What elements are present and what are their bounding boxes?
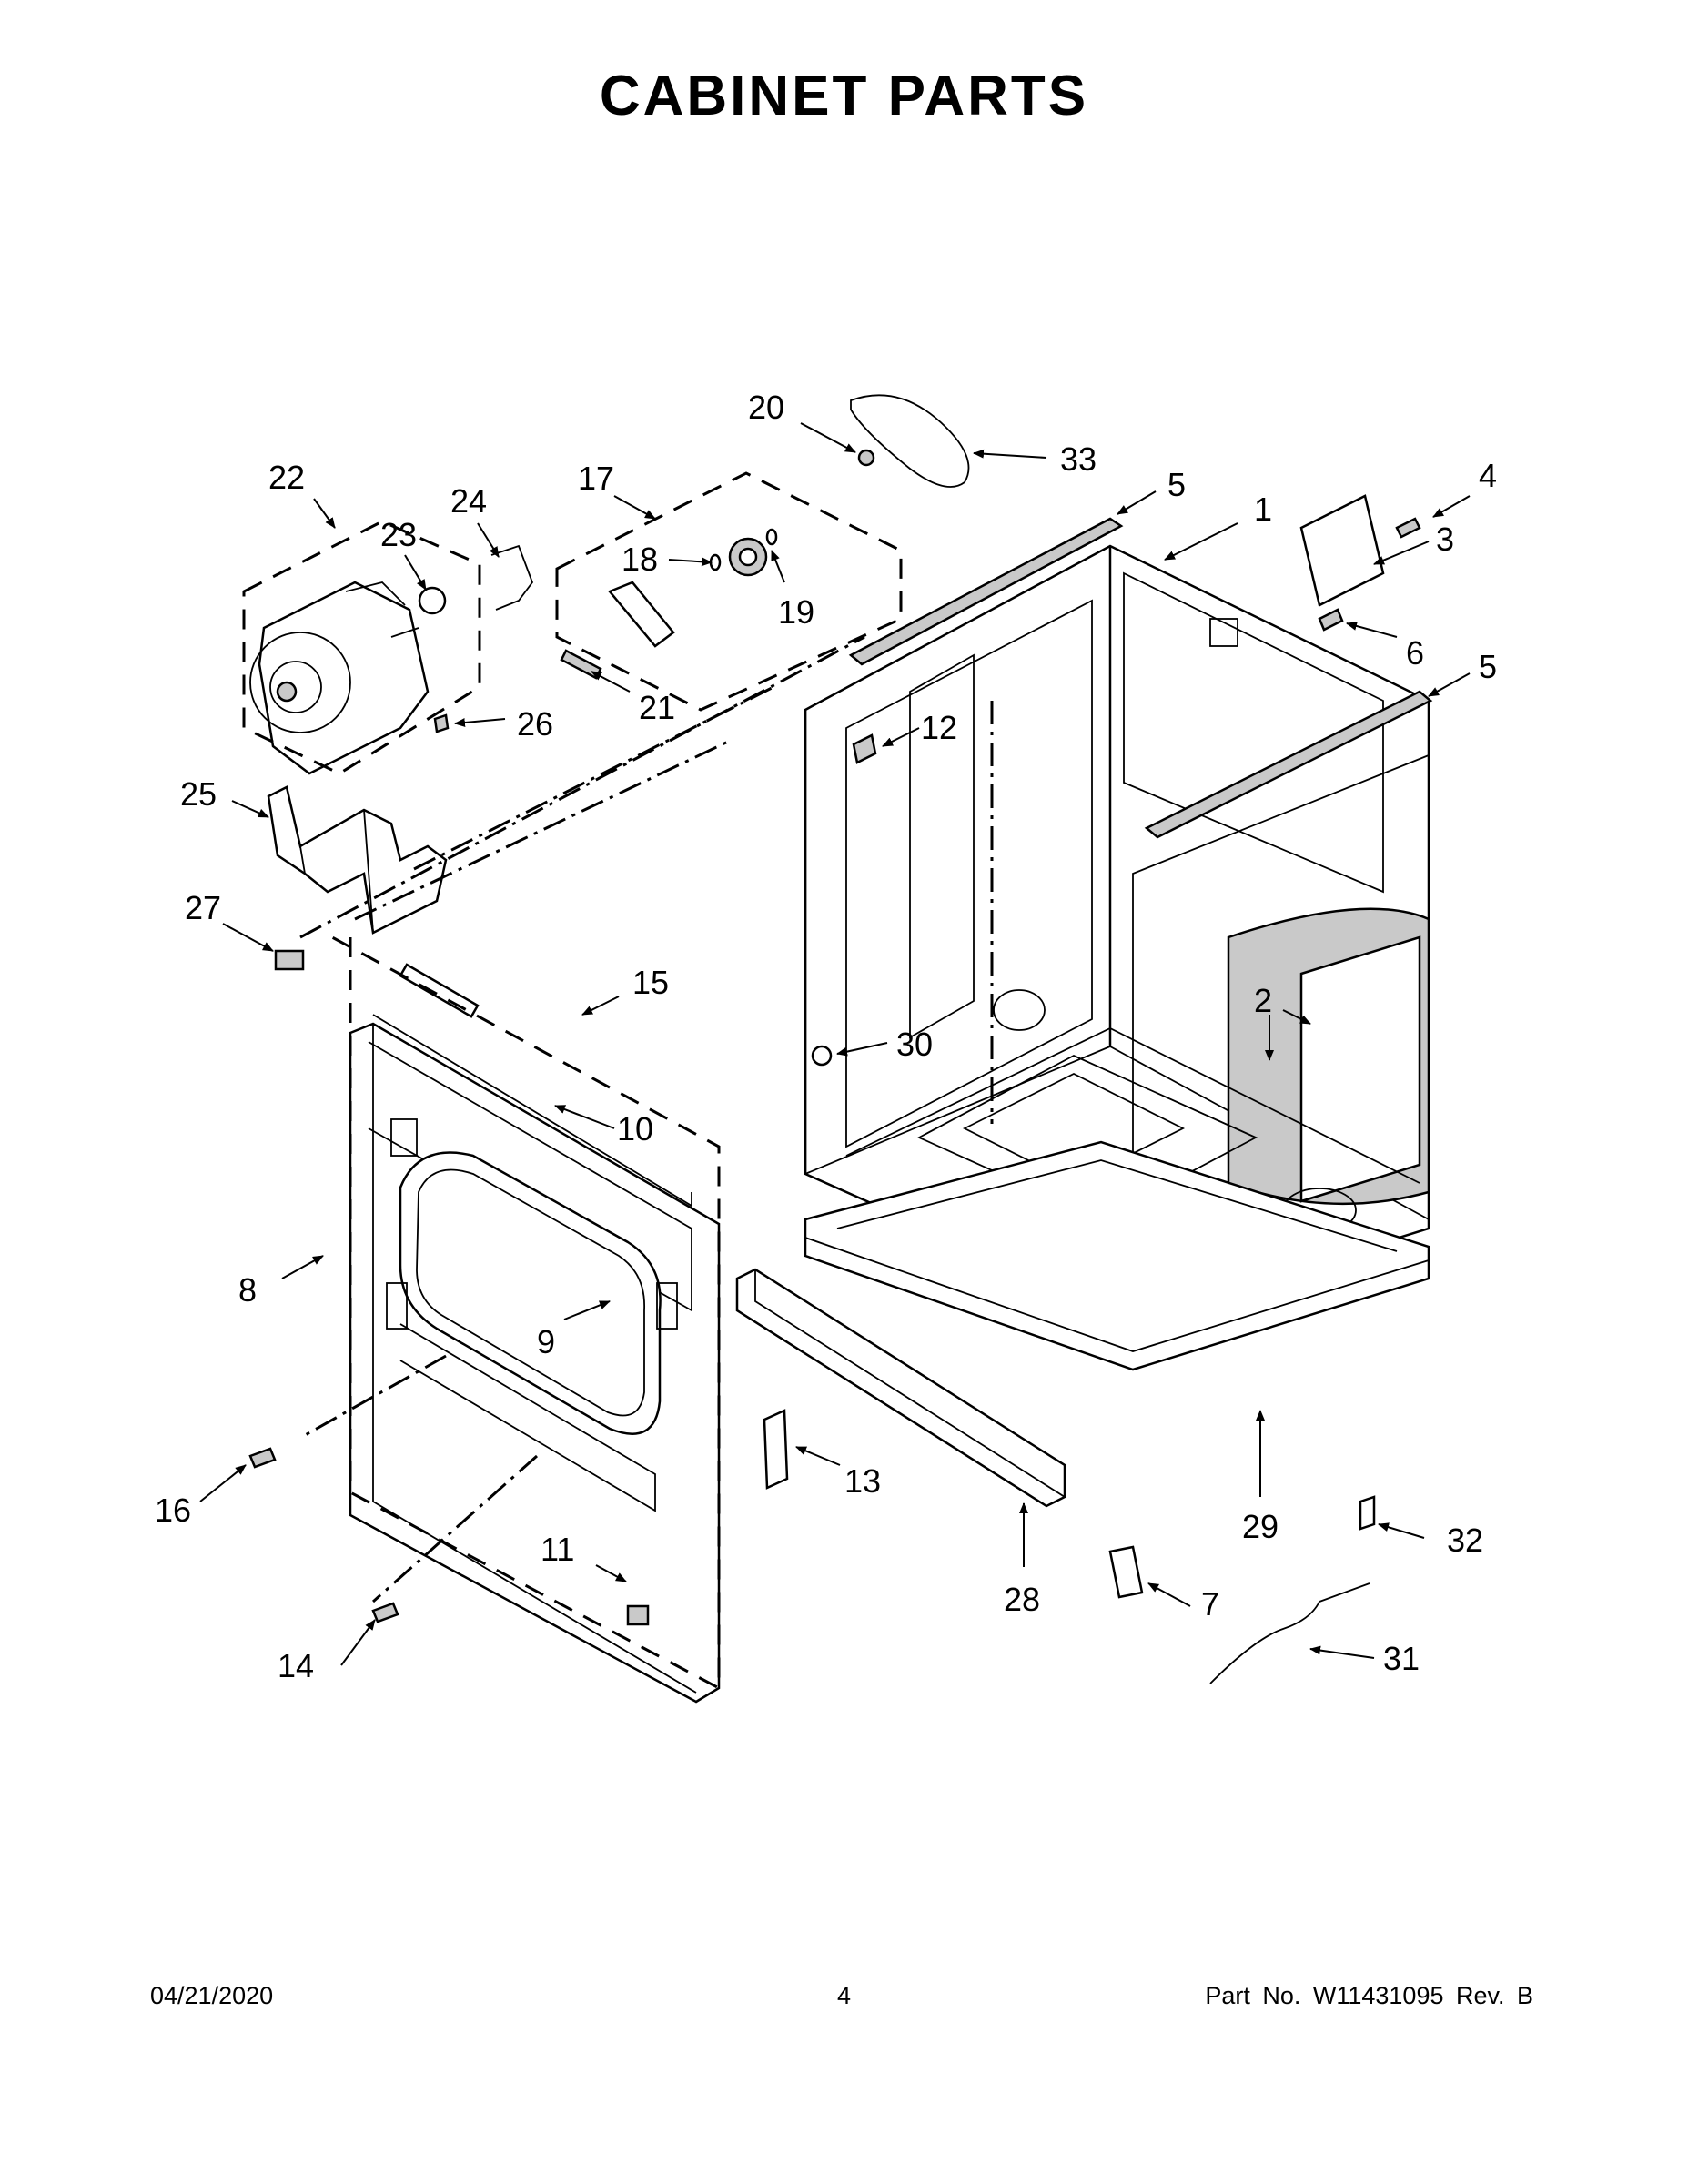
small-hardware (248, 449, 1421, 1684)
callout-10: 10 (617, 1110, 653, 1148)
callouts: 1 2 3 4 5 5 6 7 8 9 10 11 12 13 14 15 16… (155, 389, 1497, 1684)
callout-33: 33 (1060, 440, 1097, 478)
callout-28: 28 (1004, 1581, 1040, 1618)
callout-3: 3 (1436, 521, 1454, 558)
callout-1: 1 (1254, 490, 1272, 528)
callout-16: 16 (155, 1491, 191, 1529)
callout-30: 30 (896, 1026, 933, 1063)
callout-27: 27 (185, 889, 221, 926)
callout-23: 23 (380, 516, 417, 553)
callout-24: 24 (450, 482, 487, 520)
top-rail-part (848, 517, 1433, 839)
callout-22: 22 (268, 459, 305, 496)
callout-8: 8 (238, 1271, 257, 1309)
footer-date: 04/21/2020 (150, 1982, 274, 2009)
callout-26: 26 (517, 705, 553, 743)
callout-7: 7 (1201, 1585, 1219, 1623)
base-part (804, 1140, 1430, 1371)
motor-part (249, 581, 430, 775)
callout-14: 14 (278, 1647, 314, 1684)
cabinet-part (804, 544, 1430, 1321)
callout-5a: 5 (1167, 466, 1186, 503)
idler-assembly-part (560, 528, 778, 680)
callout-5b: 5 (1479, 648, 1497, 685)
callout-20: 20 (748, 389, 784, 426)
callout-2: 2 (1254, 982, 1272, 1019)
callout-19: 19 (778, 593, 814, 631)
page-title: CABINET PARTS (599, 65, 1089, 127)
callout-11: 11 (541, 1531, 574, 1568)
callout-4: 4 (1479, 457, 1497, 494)
footer-part-number: Part No. W11431095 Rev. B (1205, 1982, 1533, 2009)
callout-15: 15 (632, 964, 669, 1001)
callout-21: 21 (639, 689, 675, 726)
callout-9: 9 (537, 1323, 555, 1360)
callout-25: 25 (180, 775, 217, 813)
assembly-outlines (242, 471, 994, 1691)
callout-13: 13 (844, 1462, 881, 1500)
belt-part (850, 394, 970, 488)
callout-29: 29 (1242, 1508, 1279, 1545)
footer-page-number: 4 (836, 1982, 852, 2009)
callout-18: 18 (622, 541, 658, 578)
callout-6: 6 (1406, 634, 1424, 672)
callout-31: 31 (1383, 1640, 1420, 1677)
callout-12: 12 (921, 709, 957, 746)
callout-17: 17 (578, 460, 614, 497)
kickplate-part (735, 1268, 1066, 1508)
callout-32: 32 (1447, 1522, 1483, 1559)
front-panel-part (349, 1014, 721, 1704)
leader-lines (199, 422, 1471, 1666)
motor-mount-part (267, 785, 448, 935)
